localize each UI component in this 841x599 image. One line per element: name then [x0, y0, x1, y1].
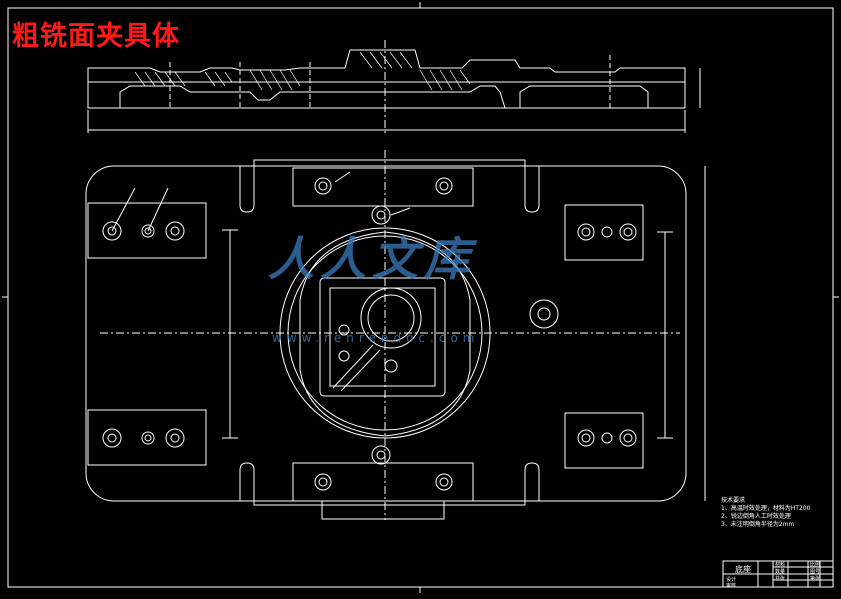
- technical-requirements-heading: 技术要求: [721, 497, 746, 504]
- title-block-part-name: 底座: [735, 565, 751, 574]
- watermark-logo: 人人文库: [268, 232, 476, 286]
- title-block-cell: 材料: [775, 562, 786, 568]
- title-block-cell: 设计: [726, 577, 737, 583]
- title-block-cell: 数量: [775, 569, 786, 575]
- title-block-cell: 比例: [810, 562, 821, 568]
- drawing-title: 粗铣面夹具体: [12, 21, 180, 52]
- technical-requirements: 技术要求 1、高温时效处理，材料为HT200 2、锐边倒角人工时效处理 3、未注…: [721, 497, 810, 529]
- technical-requirement-item: 3、未注明倒角半径为2mm: [721, 521, 795, 528]
- title-block: [722, 560, 834, 588]
- title-block-cell: 共张: [775, 576, 786, 582]
- drawing-frame: [7, 7, 834, 588]
- technical-requirement-item: 1、高温时效处理，材料为HT200: [721, 505, 811, 512]
- section-view: [87, 40, 701, 135]
- title-block-cell: 审核: [726, 583, 737, 589]
- plan-view: [85, 150, 706, 520]
- watermark-url: www.renrendoc.com: [272, 331, 480, 345]
- title-block-cell: 图号: [810, 569, 821, 575]
- title-block-cell: 第张: [810, 576, 821, 582]
- turntable-outer: [279, 227, 491, 439]
- technical-requirement-item: 2、锐边倒角人工时效处理: [721, 513, 791, 520]
